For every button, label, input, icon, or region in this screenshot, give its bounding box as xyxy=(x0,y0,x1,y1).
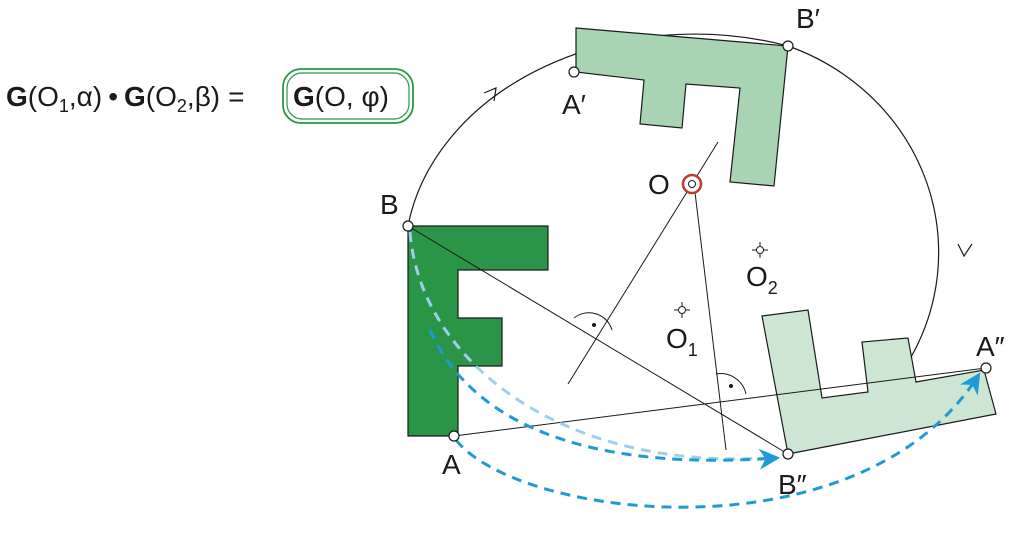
formula-equals: = xyxy=(228,81,244,112)
perpendicular-bisector-2 xyxy=(693,183,727,451)
svg-text:G(O, φ): G(O, φ) xyxy=(293,81,389,112)
label-O1-main: O xyxy=(666,323,688,354)
center-O1-marker xyxy=(674,302,690,318)
formula-args2: (O xyxy=(146,81,177,112)
right-angle-mark-1 xyxy=(573,312,613,331)
right-angle-mark-2 xyxy=(715,373,747,395)
label-O2-sub: 2 xyxy=(768,278,778,298)
label-B-prime: B′ xyxy=(796,3,820,34)
point-B xyxy=(402,220,414,232)
formula-result-box-outer xyxy=(282,68,414,124)
formula-sub2: 2 xyxy=(177,96,187,116)
formula-result-box-inner xyxy=(286,72,410,120)
label-A-dprime: A″ xyxy=(976,331,1005,362)
label-A-prime: A′ xyxy=(562,89,586,120)
formula-sep2: ,β) xyxy=(187,81,220,112)
label-O1: O1 xyxy=(666,323,698,360)
right-angle-dot-1 xyxy=(592,323,596,327)
label-O2-main: O xyxy=(746,261,768,292)
point-A xyxy=(448,430,460,442)
formula-op-g2: G xyxy=(124,81,146,112)
point-B-dprime xyxy=(782,448,794,460)
rotation-arc-upper xyxy=(407,33,789,227)
center-O-point xyxy=(688,180,696,188)
formula-result-op: G xyxy=(293,81,315,112)
label-O1-sub: 1 xyxy=(688,340,698,360)
arc-B-to-Bdprime xyxy=(428,329,781,470)
label-O2: O2 xyxy=(746,261,778,298)
formula-args1: (O xyxy=(28,81,59,112)
label-O: O xyxy=(648,169,670,200)
formula: G(O1,α)•G(O2,β)= G(O, φ) xyxy=(6,68,414,124)
segment-B-Bdprime xyxy=(407,225,789,455)
label-B: B xyxy=(380,189,399,220)
point-B-prime xyxy=(782,40,794,52)
center-O2-marker xyxy=(752,242,768,258)
right-angle-dot-2 xyxy=(729,384,733,388)
arc-direction-mark-2 xyxy=(957,243,973,258)
formula-result-args: (O, φ) xyxy=(315,81,389,112)
svg-text:G(O1,α)•G(O2,β)=: G(O1,α)•G(O2,β)= xyxy=(6,81,245,116)
arc-B-to-Bdprime-light xyxy=(408,231,767,461)
formula-sep1: ,α) xyxy=(69,81,102,112)
arc-direction-mark-1 xyxy=(483,87,497,102)
label-A: A xyxy=(442,449,461,480)
point-A-dprime xyxy=(980,362,992,374)
figure-original-F xyxy=(407,225,549,437)
arc-A-to-Adprime xyxy=(454,372,981,509)
formula-op-g1: G xyxy=(6,81,28,112)
label-B-dprime: B″ xyxy=(778,469,807,500)
figure-image-1 xyxy=(575,27,789,187)
formula-dot: • xyxy=(108,81,118,112)
formula-sub1: 1 xyxy=(59,96,69,116)
point-A-prime xyxy=(568,66,580,78)
